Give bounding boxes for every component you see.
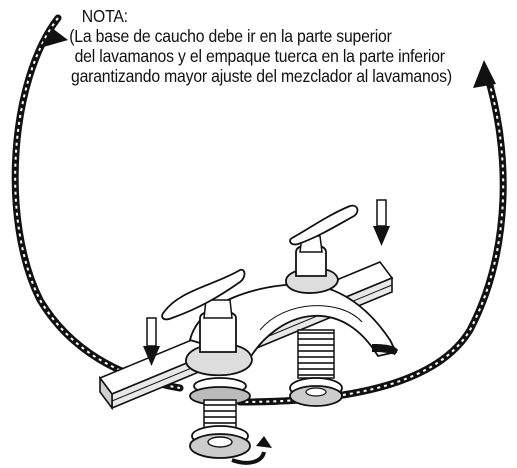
down-arrow-right-icon (373, 199, 390, 246)
note-title: NOTA: (81, 6, 128, 26)
left-handle (161, 268, 253, 377)
note-line-1: (La base de caucho debe ir en la parte s… (69, 26, 392, 46)
faucet-spout (188, 283, 398, 360)
installation-note: NOTA: (La base de caucho debe ir en la p… (62, 6, 458, 86)
right-handle (285, 204, 359, 294)
down-arrow-left-icon (143, 317, 160, 366)
left-shank (189, 377, 251, 459)
note-line-2: del lavamanos y el empaque tuerca en la … (74, 46, 445, 66)
rotate-arrow-icon (231, 436, 272, 465)
right-shank (289, 329, 343, 407)
curved-arrow-right-icon (236, 60, 507, 406)
note-line-3: garantizando mayor ajuste del mezclador … (71, 66, 452, 86)
